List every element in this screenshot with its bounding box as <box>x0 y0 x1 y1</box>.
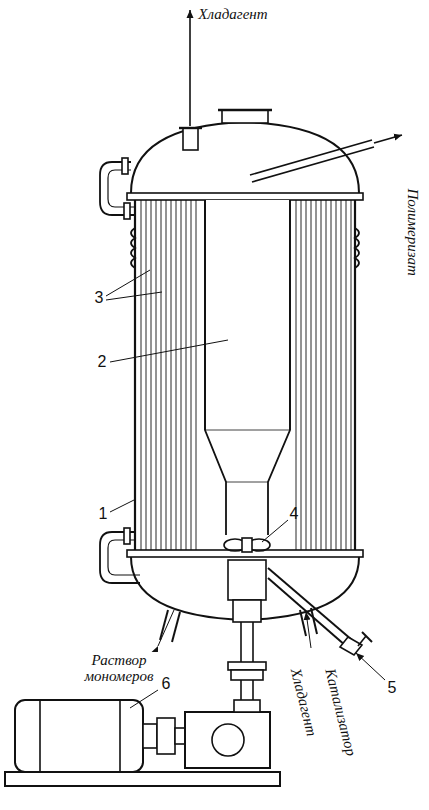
heat-exchange-tube <box>191 200 192 550</box>
heat-exchange-tube <box>301 200 302 550</box>
heat-exchange-tube <box>176 200 177 550</box>
callout-number: 4 <box>290 505 299 523</box>
heat-exchange-tube <box>326 200 327 550</box>
heat-exchange-tube <box>321 200 322 550</box>
heat-exchange-tube <box>151 200 152 550</box>
heat-exchange-tube <box>306 200 307 550</box>
heat-exchange-tube <box>181 200 182 550</box>
heat-exchange-tube <box>166 200 167 550</box>
flow-label: Полимеризат <box>405 187 422 276</box>
heat-exchange-tube <box>336 200 337 550</box>
flow-label: Раствор мономеров <box>71 652 168 685</box>
heat-exchange-tube <box>156 200 157 550</box>
heat-exchange-tube <box>171 200 172 550</box>
heat-exchange-tube <box>141 200 142 550</box>
flow-label: Хладагент <box>197 6 268 23</box>
callout-number: 6 <box>162 675 171 693</box>
heat-exchange-tube <box>346 200 347 550</box>
heat-exchange-tube <box>146 200 147 550</box>
heat-exchange-tube <box>331 200 332 550</box>
callout-number: 5 <box>388 679 397 697</box>
heat-exchange-tube <box>196 200 197 550</box>
heat-exchange-tube <box>296 200 297 550</box>
heat-exchange-tube <box>341 200 342 550</box>
heat-exchange-tube <box>186 200 187 550</box>
heat-exchange-tube <box>311 200 312 550</box>
flow-label: Хладагент <box>287 665 320 738</box>
heat-exchange-tube <box>161 200 162 550</box>
callout-number: 1 <box>99 505 108 523</box>
callout-number: 3 <box>95 289 104 307</box>
callout-number: 2 <box>98 353 107 371</box>
heat-exchange-tube <box>351 200 352 550</box>
flow-label: Катализатор <box>322 666 360 758</box>
heat-exchange-tube <box>316 200 317 550</box>
